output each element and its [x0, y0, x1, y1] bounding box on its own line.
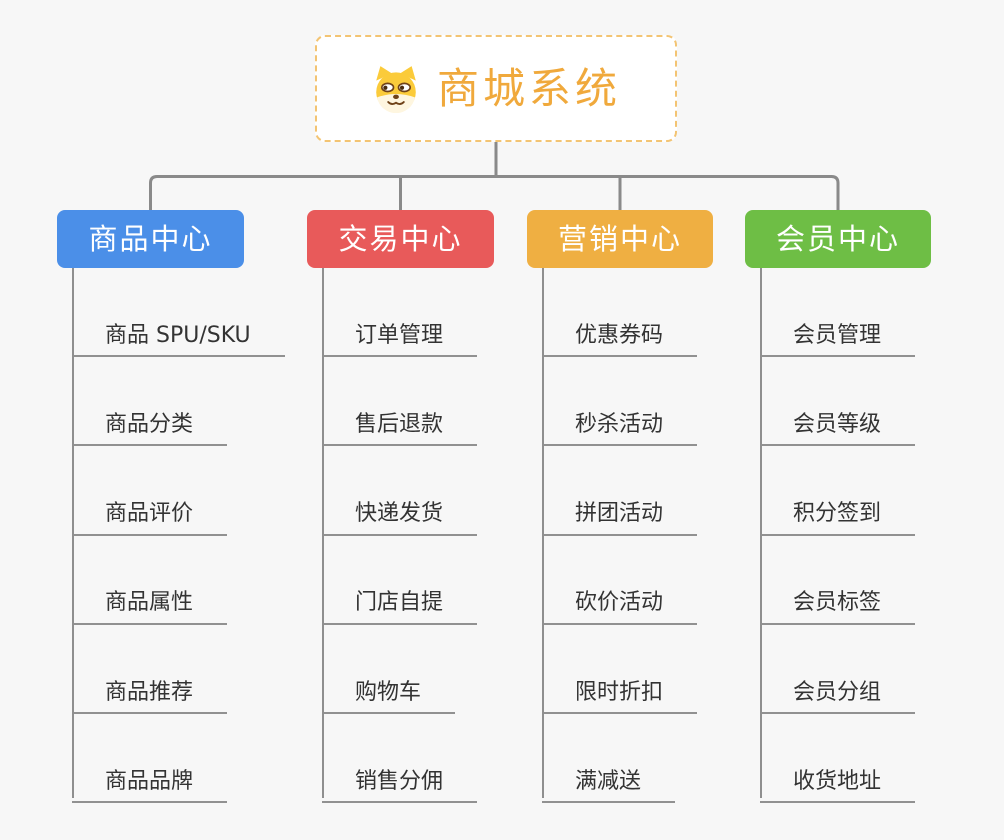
branch-node[interactable]: 营销中心	[527, 210, 713, 268]
child-node[interactable]: 收货地址	[760, 769, 916, 804]
root-node[interactable]: 商城系统	[315, 35, 677, 142]
branch-column: 会员中心会员管理会员等级积分签到会员标签会员分组收货地址	[745, 210, 931, 804]
child-node[interactable]: 砍价活动	[542, 590, 698, 625]
child-node[interactable]: 优惠券码	[542, 323, 698, 358]
child-row: 门店自提	[307, 536, 494, 625]
branch-children: 优惠券码秒杀活动拼团活动砍价活动限时折扣满减送	[527, 268, 713, 804]
child-node[interactable]: 售后退款	[322, 412, 478, 447]
branch-children: 会员管理会员等级积分签到会员标签会员分组收货地址	[745, 268, 931, 804]
child-node[interactable]: 会员标签	[760, 590, 916, 625]
branch-column: 交易中心订单管理售后退款快递发货门店自提购物车销售分佣	[307, 210, 494, 804]
branch-stem-line	[760, 268, 762, 798]
branch-node[interactable]: 交易中心	[307, 210, 494, 268]
branch-stem-line	[322, 268, 324, 798]
child-row: 快递发货	[307, 446, 494, 536]
child-node[interactable]: 订单管理	[322, 323, 478, 358]
child-node[interactable]: 秒杀活动	[542, 412, 698, 447]
branch-stem-line	[542, 268, 544, 798]
child-row: 优惠券码	[527, 268, 713, 358]
child-row: 拼团活动	[527, 446, 713, 536]
child-node[interactable]: 门店自提	[322, 590, 478, 625]
root-title: 商城系统	[436, 63, 621, 113]
child-node[interactable]: 商品属性	[72, 590, 228, 625]
child-node[interactable]: 会员分组	[760, 680, 916, 714]
child-node[interactable]: 商品分类	[72, 412, 228, 447]
child-node[interactable]: 积分签到	[760, 501, 916, 536]
child-row: 商品评价	[57, 446, 244, 536]
child-row: 销售分佣	[307, 714, 494, 804]
child-row: 会员管理	[745, 268, 931, 358]
branch-node[interactable]: 会员中心	[745, 210, 931, 268]
branch-node[interactable]: 商品中心	[57, 210, 244, 268]
branch-children: 商品 SPU/SKU 商品分类商品评价商品属性商品推荐商品品牌	[57, 268, 285, 804]
child-row: 积分签到	[745, 446, 931, 536]
child-row: 会员分组	[745, 625, 931, 714]
child-row: 商品 SPU/SKU	[57, 268, 285, 358]
child-row: 商品属性	[57, 536, 244, 625]
child-row: 砍价活动	[527, 536, 713, 625]
branch-stem-line	[72, 268, 74, 798]
child-row: 商品分类	[57, 357, 244, 447]
child-row: 购物车	[307, 625, 494, 714]
child-node[interactable]: 商品评价	[72, 501, 228, 536]
child-row: 收货地址	[745, 714, 931, 804]
dog-face-icon	[376, 65, 416, 113]
child-row: 订单管理	[307, 268, 494, 358]
child-node[interactable]: 拼团活动	[542, 501, 698, 536]
child-node[interactable]: 快递发货	[322, 501, 478, 536]
branch-children: 订单管理售后退款快递发货门店自提购物车销售分佣	[307, 268, 494, 804]
child-row: 售后退款	[307, 357, 494, 447]
child-node[interactable]: 满减送	[542, 769, 676, 804]
child-row: 限时折扣	[527, 625, 713, 714]
child-row: 会员标签	[745, 536, 931, 625]
child-node[interactable]: 商品推荐	[72, 680, 228, 714]
child-node[interactable]: 会员管理	[760, 323, 916, 358]
branch-column: 营销中心优惠券码秒杀活动拼团活动砍价活动限时折扣满减送	[527, 210, 713, 804]
child-node[interactable]: 商品品牌	[72, 769, 228, 804]
child-row: 满减送	[527, 714, 713, 804]
branch-column: 商品中心商品 SPU/SKU 商品分类商品评价商品属性商品推荐商品品牌	[57, 210, 285, 804]
child-row: 会员等级	[745, 357, 931, 447]
child-row: 商品推荐	[57, 625, 244, 714]
child-node[interactable]: 销售分佣	[322, 769, 478, 804]
child-node[interactable]: 购物车	[322, 680, 456, 714]
child-node[interactable]: 会员等级	[760, 412, 916, 447]
child-node[interactable]: 商品 SPU/SKU	[72, 323, 285, 358]
child-row: 商品品牌	[57, 714, 244, 804]
child-node[interactable]: 限时折扣	[542, 680, 698, 714]
child-row: 秒杀活动	[527, 357, 713, 447]
